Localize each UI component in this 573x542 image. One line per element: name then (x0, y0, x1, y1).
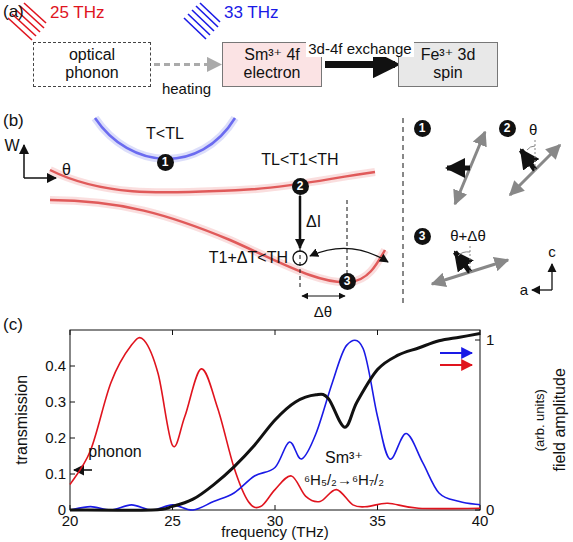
callout-number: 3 (414, 228, 431, 245)
connector-arrow (154, 63, 219, 66)
text-label: ΔI (306, 213, 321, 231)
callout-number: 2 (292, 178, 309, 195)
text-label: 0.1 (45, 466, 66, 483)
axis-tick (475, 340, 480, 341)
edge-label: 3d-4f exchange (306, 40, 413, 57)
potential-curves (50, 118, 385, 282)
text-label: Sm³⁺ (325, 449, 363, 467)
text-label: 0.3 (45, 394, 66, 411)
axis-tick (275, 505, 276, 510)
text-label: T<TL (146, 125, 184, 143)
text-label: (c) (3, 316, 23, 335)
text-label: frequency (THz) (221, 524, 329, 541)
callout-number: 2 (499, 120, 516, 137)
text-label: transmission (13, 375, 31, 465)
text-label: Δθ (314, 304, 332, 321)
axis-tick (70, 438, 75, 439)
spectrum-chart (70, 330, 480, 510)
text-label: 40 (472, 513, 489, 530)
process-box: optical phonon (33, 42, 151, 87)
axis-tick (70, 366, 75, 367)
text-label: θ (62, 161, 71, 179)
axis-tick (172, 330, 173, 335)
text-label: 25 (164, 513, 181, 530)
node-text: Fe³⁺ 3d spin (405, 46, 491, 83)
callout-number: 1 (414, 120, 431, 137)
text-label: 0.2 (45, 430, 66, 447)
text-label: field amplitude (551, 368, 569, 471)
text-label: T1+ΔT<TH (209, 249, 288, 267)
text-label: (a) (3, 3, 24, 22)
transition-marks (293, 118, 403, 305)
text-label: ⁶H₅/₂→⁶H₇/₂ (304, 472, 384, 489)
text-label: θ (529, 122, 537, 139)
text-label: 33 THz (224, 4, 279, 23)
text-label: 20 (62, 513, 79, 530)
text-label: 25 THz (50, 4, 105, 23)
text-label: (b) (3, 112, 24, 131)
node-text: optical phonon (40, 46, 144, 83)
text-label: (arb. units) (533, 389, 547, 451)
text-label: θ+Δθ (450, 228, 485, 245)
axis-tick (475, 510, 480, 511)
axis-tick (70, 402, 75, 403)
spin-configurations (432, 132, 560, 290)
text-label: 0 (486, 502, 494, 519)
axis-tick (70, 474, 75, 475)
text-label: a (520, 282, 528, 299)
callout-number: 1 (157, 154, 174, 171)
axis-tick (275, 330, 276, 335)
callout-number: 3 (339, 273, 356, 290)
phonon-field-curve (70, 338, 480, 509)
axis-tick (70, 330, 71, 335)
blue-pulse (184, 3, 220, 39)
sm-field-curve (70, 340, 480, 510)
text-label: TL<T1<TH (261, 151, 338, 169)
text-label: 1 (486, 332, 494, 349)
axis-tick (377, 505, 378, 510)
edge-label: heating (160, 80, 213, 97)
connector-arrow (325, 61, 395, 68)
text-label: 35 (369, 513, 386, 530)
text-label: c (548, 244, 556, 261)
node-text: Sm³⁺ 4f electron (229, 46, 315, 83)
text-label: 0.4 (45, 358, 66, 375)
axis-tick (377, 330, 378, 335)
transmission-curve (70, 334, 480, 511)
text-label: W (4, 137, 19, 155)
text-label: phonon (88, 443, 141, 461)
